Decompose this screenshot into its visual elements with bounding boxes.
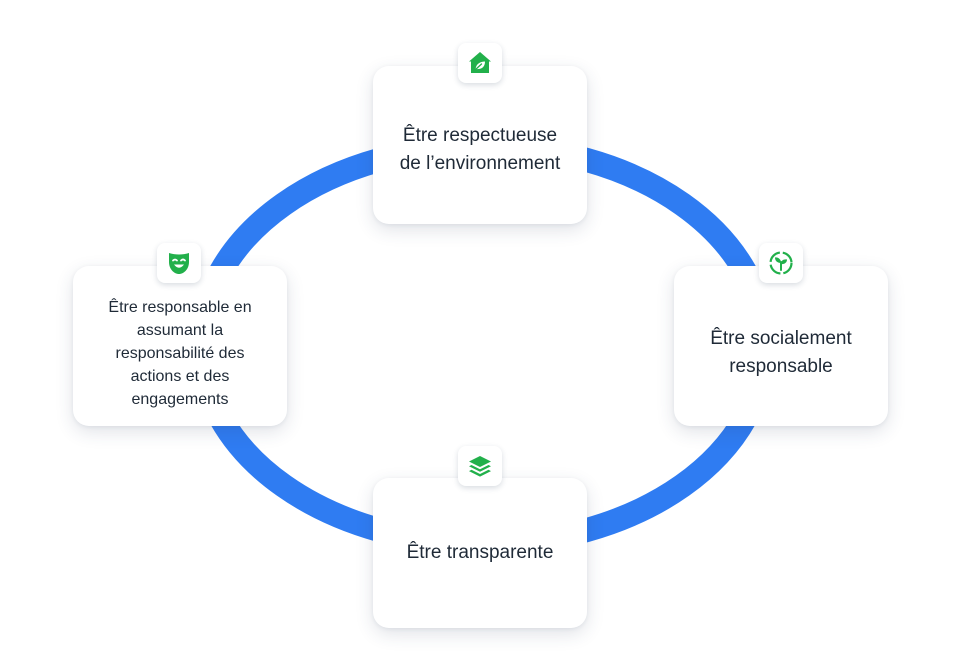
cycle-card-label: Être transparente [406,542,554,563]
plant-recycle-icon-badge [759,243,803,283]
layers-icon-badge [458,446,502,486]
plant-recycle-icon [769,251,793,275]
smiling-mask-icon-badge [157,243,201,283]
cycle-card-transparency: Être transparente [373,478,587,628]
cycle-card-environment: Être respectueuse de l’environnement [373,66,587,224]
cycle-card-label: Être responsable en assumant la responsa… [108,298,252,408]
cycle-card-label: Être socialement responsable [710,328,852,377]
cycle-card-social: Être socialement responsable [674,266,888,426]
smiling-mask-icon [169,253,189,274]
eco-house-icon [469,52,491,73]
eco-house-icon-badge [458,43,502,83]
layers-icon [469,456,491,477]
cycle-card-accountability: Être responsable en assumant la responsa… [73,266,287,426]
cycle-card-label: Être respectueuse de l’environnement [399,125,561,174]
